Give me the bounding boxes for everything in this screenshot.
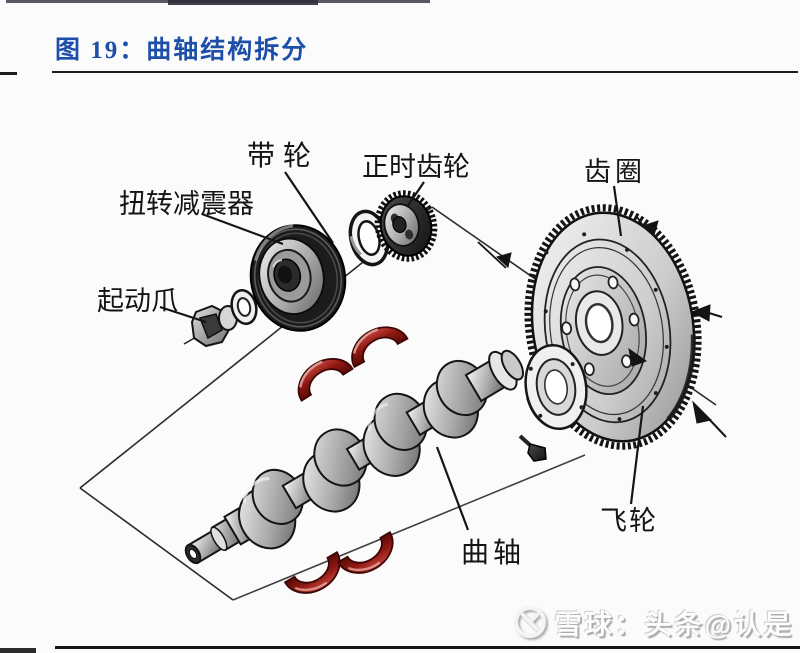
crankshaft-part (184, 349, 525, 565)
arrow-markers (477, 216, 727, 438)
label-crankshaft: 曲轴 (461, 537, 525, 569)
bolt-part (518, 434, 547, 462)
flywheel-face-marks (543, 232, 669, 422)
figure-title: 图 19：曲轴结构拆分 (55, 37, 309, 64)
part-labels: 带轮 正时齿轮 齿圈 扭转减震器 起动爪 曲轴 飞轮 (97, 140, 658, 569)
label-belt-pulley: 带轮 (247, 140, 319, 172)
label-timing-gear: 正时齿轮 (362, 152, 470, 182)
main-bearing-shells-upper (297, 326, 409, 402)
starting-claw-part (190, 304, 238, 348)
flywheel-center-hole (584, 302, 614, 344)
bottom-rule (55, 646, 800, 649)
label-ring-gear: 齿圈 (584, 157, 646, 187)
watermark-text: 雪球：头条@认是 (554, 609, 794, 640)
caption-rule (52, 71, 798, 73)
label-flywheel: 飞轮 (600, 506, 658, 536)
scan-artifact-chunk (168, 0, 318, 5)
leader-lines (159, 171, 645, 531)
watermark: 雪球：头条@认是 (513, 600, 794, 644)
caption-rule-stub (0, 72, 17, 75)
rear-seal-retainer (524, 344, 588, 430)
label-torsional-damper: 扭转减震器 (119, 189, 254, 219)
washer-part (230, 289, 258, 325)
belt-pulley-part (249, 224, 347, 332)
main-bearing-shells-lower (283, 531, 394, 594)
bottom-rule-stub (0, 648, 36, 653)
label-starting-claw: 起动爪 (97, 286, 178, 316)
flywheel-bolt-holes (561, 275, 640, 377)
xueqiu-circle-x-icon (513, 606, 546, 638)
